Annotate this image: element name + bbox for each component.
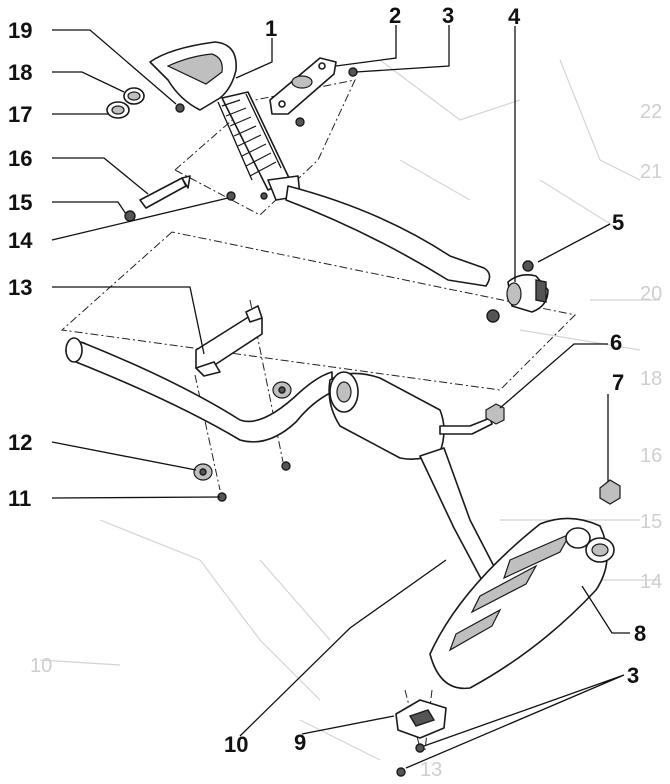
front-pipe-flex [149,41,491,287]
callout-6: 6 [610,330,622,355]
callout-leaders [51,25,630,769]
rear-muffler [429,517,615,690]
callout-14: 14 [8,228,33,253]
hanger-bracket [195,305,263,377]
rear-pipe [419,447,501,589]
svg-text:14: 14 [640,571,662,593]
svg-text:20: 20 [640,283,662,305]
svg-text:16: 16 [640,445,662,467]
callout-4: 4 [508,4,521,29]
callout-18: 18 [8,60,32,85]
svg-text:18: 18 [640,368,662,390]
callout-5: 5 [612,210,624,235]
rubber-mounts [193,381,621,505]
callout-19: 19 [8,18,32,43]
flange-gasket [269,57,337,115]
fasteners [124,67,534,777]
callout-11: 11 [8,486,31,511]
pipe-clamp [506,274,549,313]
svg-text:15: 15 [640,511,662,533]
callout-12: 12 [8,430,32,455]
callout-17: 17 [8,102,32,127]
svg-text:22: 22 [640,101,662,123]
callout-3-top: 3 [442,3,454,28]
callout-labels: 1 2 3 4 5 6 7 8 3 9 10 11 12 13 14 15 16… [8,3,646,757]
svg-text:21: 21 [640,161,662,183]
seal-rings [106,87,145,119]
callout-2: 2 [389,3,401,28]
small-connecting-pipe [139,175,191,209]
callout-9: 9 [294,730,306,755]
svg-text:10: 10 [30,655,52,677]
callout-10: 10 [224,732,248,757]
flex-bellows [217,93,282,181]
center-muffler [328,371,493,460]
callout-15: 15 [8,190,32,215]
svg-text:13: 13 [420,759,442,781]
rear-hanger-bracket [395,699,447,739]
callout-8: 8 [634,621,646,646]
callout-16: 16 [8,146,32,171]
callout-1: 1 [265,16,277,41]
callout-7: 7 [612,370,624,395]
callout-3-bottom: 3 [627,663,639,688]
callout-13: 13 [8,275,32,300]
